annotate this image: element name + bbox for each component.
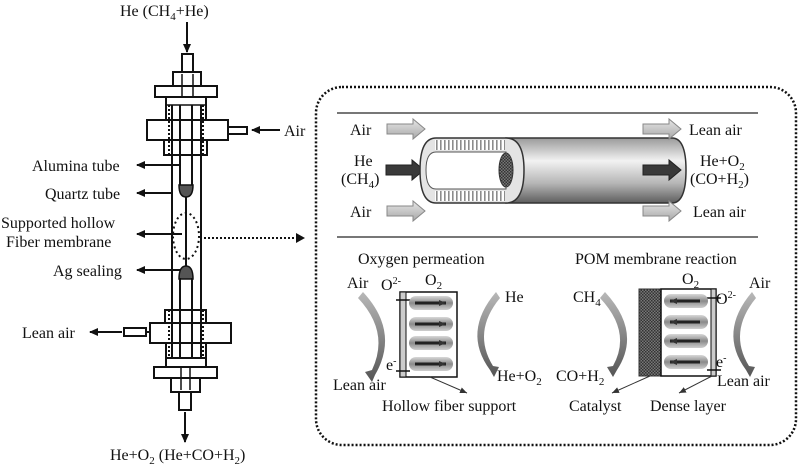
product-label-line2: (CO+H2)	[690, 171, 749, 191]
pom-catalyst-label: Catalyst	[569, 398, 622, 415]
op-electron-label: e-	[386, 356, 396, 374]
svg-text:Quartz tube: Quartz tube	[45, 186, 120, 203]
oxygen-permeation-title: Oxygen permeation	[358, 251, 485, 268]
lean-air-top-label: Lean air	[689, 122, 743, 139]
air-top-label: Air	[350, 122, 372, 139]
op-support-label: Hollow fiber support	[382, 398, 517, 415]
callout-quartz-tube: Quartz tube	[45, 186, 172, 203]
bottom-air-flange	[149, 322, 232, 344]
pom-dense-layer	[710, 288, 717, 377]
svg-text:Ag sealing: Ag sealing	[53, 263, 122, 280]
top-flange	[154, 85, 218, 98]
ag-seal-top	[178, 184, 194, 198]
op-lean-air-label: Lean air	[333, 377, 387, 394]
air-bottom-arrow	[386, 199, 426, 223]
membrane-highlight-ellipse	[172, 212, 200, 260]
op-sweep-out-label: He+O2	[497, 368, 542, 388]
pom-pores	[664, 294, 708, 369]
svg-text:Alumina tube: Alumina tube	[32, 158, 120, 175]
bottom-stub	[178, 391, 192, 411]
air-inlet-port	[227, 126, 248, 135]
ag-seal-bottom	[178, 265, 194, 280]
op-support-pointer	[429, 376, 468, 394]
pom-title: POM membrane reaction	[575, 251, 737, 268]
op-pore	[409, 357, 453, 371]
lean-air-label: Lean air	[22, 325, 76, 342]
product-label-line1: He+O2	[700, 153, 745, 173]
pom-catalyst-pointer	[611, 375, 651, 394]
op-sweep-in-label: He	[505, 289, 524, 306]
pom-o2-label: O2	[682, 271, 699, 291]
detail-box	[314, 85, 798, 447]
op-pore	[409, 296, 453, 310]
pom-dense-label: Dense layer	[650, 398, 727, 415]
lean-air-bottom-label: Lean air	[693, 204, 747, 221]
callout-ag-sealing: Ag sealing	[53, 263, 180, 280]
lean-air-bottom-arrow	[642, 199, 682, 223]
pom-pore	[664, 315, 708, 329]
op-pore	[409, 317, 453, 331]
outlet-label: He+O2 (He+CO+H2)	[110, 447, 245, 467]
bottom-nut	[170, 377, 201, 393]
pom-pore	[664, 294, 708, 308]
product-arrow	[642, 158, 682, 182]
lean-air-port	[123, 327, 147, 337]
top-stub	[181, 53, 194, 73]
pom-oxide-ion-label: O2-	[716, 290, 736, 308]
pom-feed-curve-arrow	[600, 292, 628, 377]
top-lower-housing	[163, 139, 208, 156]
callout-alumina-tube: Alumina tube	[32, 158, 180, 175]
oxygen-permeation-panel: Oxygen permeation Air O2- O2 Lean air e-…	[333, 251, 542, 415]
air-inlet-label: Air	[284, 123, 306, 140]
top-air-flange	[146, 119, 229, 141]
porous-wall-bottom	[435, 191, 505, 201]
porous-wall-top	[435, 140, 505, 150]
tube-lumen	[425, 151, 507, 190]
detail-link-arrowhead	[296, 233, 305, 243]
op-pore	[409, 336, 453, 350]
air-top-arrow	[386, 117, 426, 141]
top-nut	[172, 71, 202, 87]
tube-view: Air Air He (CH4) Lean air Lean air He+O2…	[337, 112, 758, 238]
pom-product-label: CO+H2	[556, 368, 604, 388]
op-sweep-curve-arrow	[477, 292, 500, 377]
feed-label-line2: (CH4)	[341, 171, 379, 191]
svg-text:Fiber membrane: Fiber membrane	[6, 234, 111, 251]
pom-air-label: Air	[749, 275, 771, 292]
air-bottom-label: Air	[350, 204, 372, 221]
svg-text:Supported hollow: Supported hollow	[1, 215, 116, 232]
pom-catalyst-layer	[638, 288, 662, 377]
lean-air-top-arrow	[642, 117, 682, 141]
op-pores	[409, 296, 453, 371]
op-dense-layer	[399, 291, 407, 378]
pom-feed-label: CH4	[573, 289, 601, 309]
inlet-label: He (CH4+He)	[120, 3, 209, 23]
op-air-label: Air	[347, 275, 369, 292]
op-oxide-ion-label: O2-	[381, 276, 401, 294]
pom-dense-pointer	[678, 375, 713, 394]
bottom-flange	[153, 366, 218, 379]
pom-pore	[664, 334, 708, 348]
feed-label-line1: He	[354, 153, 373, 170]
bottom-cap	[165, 357, 207, 368]
pom-air-curve-arrow	[733, 292, 756, 377]
reactor-assembly: He (CH4+He) Air	[1, 3, 306, 467]
hollow-fiber-tube	[505, 137, 687, 204]
pom-reaction-panel: POM membrane reaction CH4 CO+H2 O2 O2- A…	[556, 251, 771, 415]
op-air-curve-arrow	[358, 292, 386, 382]
pom-electron-label: e-	[716, 353, 726, 371]
pom-lean-air-label: Lean air	[717, 373, 771, 390]
callout-hollow-fiber-membrane: Supported hollow Fiber membrane	[1, 215, 182, 251]
feed-arrow	[385, 158, 425, 182]
tube-cross-section	[498, 152, 514, 188]
op-o2-label: O2	[425, 272, 442, 292]
pom-pore	[664, 355, 708, 369]
